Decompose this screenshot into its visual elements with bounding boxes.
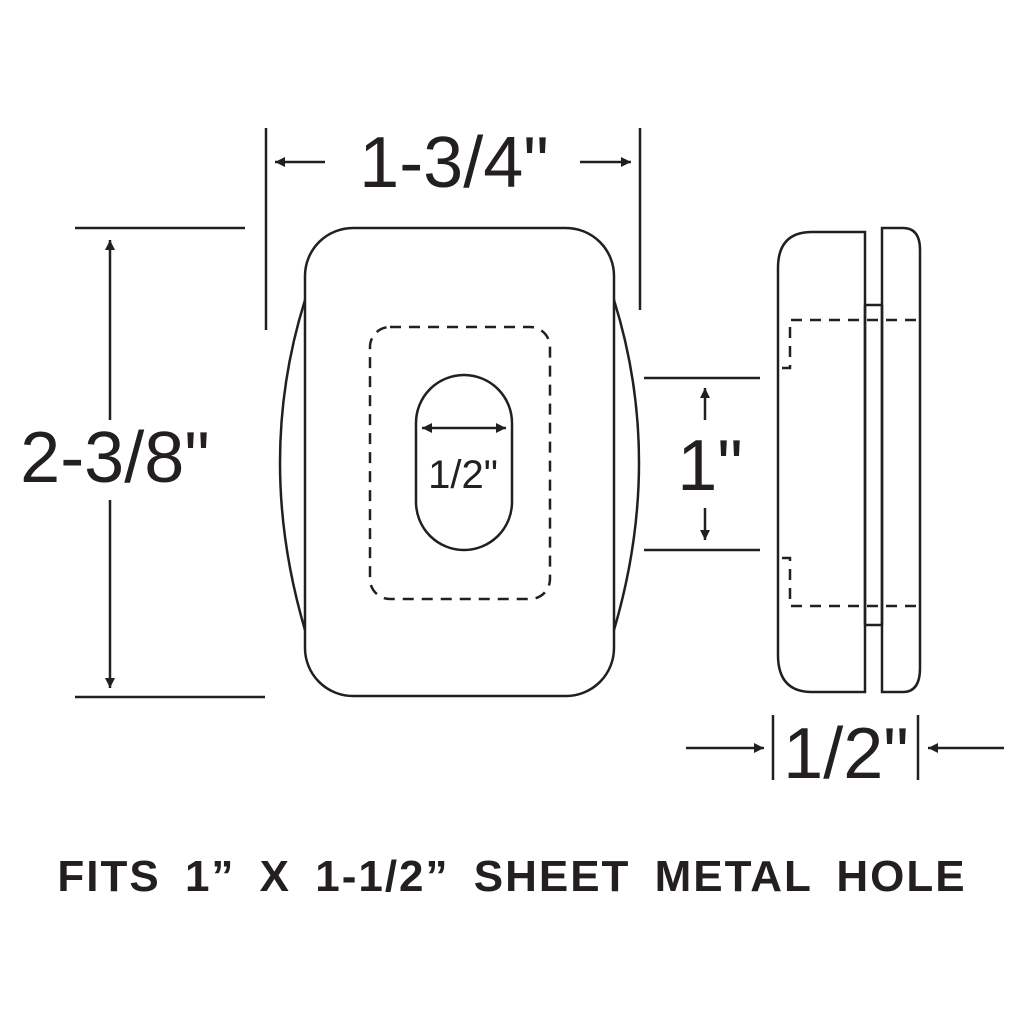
front-outer-face	[303, 226, 616, 698]
front-slot	[414, 373, 514, 552]
label-depth: 1/2"	[783, 714, 909, 794]
side-left-flange	[776, 230, 867, 694]
fit-caption: FITS 1” X 1-1/2” SHEET METAL HOLE	[57, 852, 967, 901]
label-height: 2-3/8"	[20, 418, 210, 498]
label-slot-width: 1/2"	[428, 453, 498, 497]
dimension-inner-height	[644, 376, 760, 552]
dimension-depth	[686, 715, 1004, 780]
front-dashed-recess	[368, 325, 552, 601]
label-width: 1-3/4"	[359, 123, 549, 203]
dimension-height	[75, 226, 265, 699]
front-left-bulge	[278, 299, 307, 631]
front-right-bulge	[612, 299, 641, 631]
side-view	[776, 226, 922, 694]
dimension-width	[264, 128, 642, 330]
side-dashed-profile	[778, 318, 916, 370]
label-inner-height: 1"	[677, 426, 743, 506]
side-right-flange	[880, 226, 922, 694]
side-dashed-profile-lower	[778, 556, 916, 608]
front-view	[278, 226, 641, 698]
